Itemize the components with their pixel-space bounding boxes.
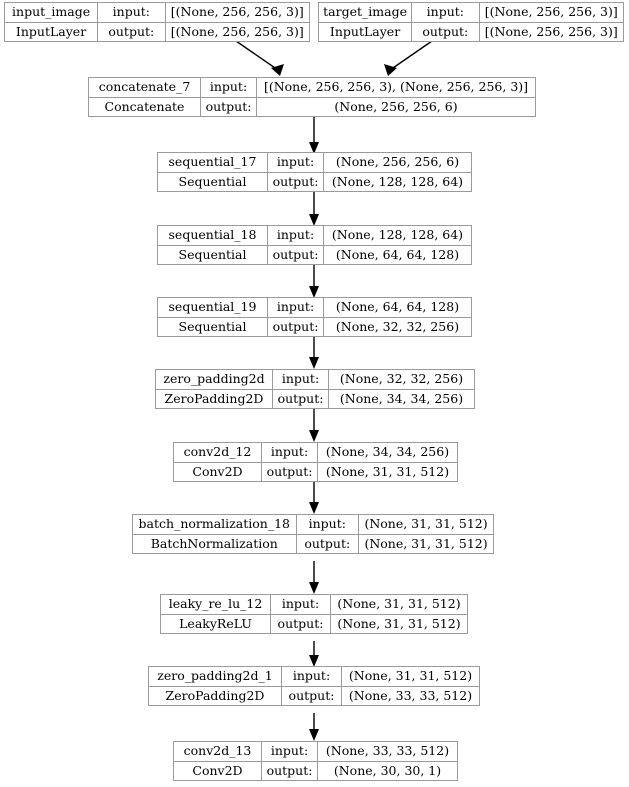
edge-conv2d_12-to-batch_normalization_18: [309, 481, 319, 514]
node-sequential-19-input-shape: (None, 64, 64, 128): [335, 299, 460, 314]
node-conv2d-13-output-shape: (None, 30, 30, 1): [333, 762, 442, 778]
edge-sequential_17-to-sequential_18: [309, 192, 319, 226]
node-conv2d-12-output-label: output:: [262, 462, 318, 481]
edge-leaky_re_lu_12-to-zero_padding2d_1: [309, 641, 319, 667]
node-concatenate-7-input-shape: [(None, 256, 256, 3), (None, 256, 256, 3…: [263, 79, 529, 94]
edge-batch_normalization_18-to-leaky_re_lu_12: [309, 561, 319, 594]
node-zero-padding2d-1-class: ZeroPadding2D: [149, 686, 282, 705]
node-leaky-re-lu-12-input-label: input:: [271, 595, 331, 614]
node-target-image-output-label: output:: [412, 22, 480, 41]
node-input-image[interactable]: input_image input: [(None, 256, 256, 3)]…: [4, 2, 310, 42]
node-sequential-17-class: Sequential: [158, 172, 268, 191]
node-zero-padding2d-input-label: input:: [273, 370, 329, 389]
node-target-image-input-shape: [(None, 256, 256, 3)]: [484, 4, 618, 19]
node-conv2d-12-name: conv2d_12: [174, 443, 262, 462]
node-sequential-17[interactable]: sequential_17 input: (None, 256, 256, 6)…: [157, 152, 472, 192]
node-input-image-output-shape: [(None, 256, 256, 3)]: [170, 23, 304, 39]
node-conv2d-13[interactable]: conv2d_13 input: (None, 33, 33, 512) Con…: [173, 741, 458, 781]
node-concatenate-7[interactable]: concatenate_7 input: [(None, 256, 256, 3…: [88, 77, 536, 117]
node-sequential-18-input-shape: (None, 128, 128, 64): [331, 227, 464, 242]
node-sequential-19[interactable]: sequential_19 input: (None, 64, 64, 128)…: [157, 297, 472, 337]
node-leaky-re-lu-12[interactable]: leaky_re_lu_12 input: (None, 31, 31, 512…: [160, 594, 468, 634]
node-sequential-17-name: sequential_17: [158, 153, 268, 172]
node-zero-padding2d-1-output-label: output:: [282, 686, 342, 705]
node-batch-normalization-18-output-shape: (None, 31, 31, 512): [364, 535, 488, 551]
edge-sequential_18-to-sequential_19: [309, 265, 319, 298]
node-sequential-17-output-shape: (None, 128, 128, 64): [331, 173, 464, 189]
node-conv2d-12-input-shape: (None, 34, 34, 256): [325, 444, 450, 459]
node-batch-normalization-18-name: batch_normalization_18: [133, 515, 297, 534]
node-concatenate-7-name: concatenate_7: [89, 78, 201, 97]
node-zero-padding2d-1-input-shape: (None, 31, 31, 512): [348, 668, 473, 683]
node-leaky-re-lu-12-input-shape: (None, 31, 31, 512): [337, 596, 461, 611]
node-conv2d-12-input-label: input:: [262, 443, 318, 462]
node-sequential-18[interactable]: sequential_18 input: (None, 128, 128, 64…: [157, 225, 472, 265]
edge-sequential_19-to-zero_padding2d: [309, 337, 319, 369]
node-conv2d-13-input-label: input:: [262, 742, 318, 761]
node-input-image-class: InputLayer: [5, 22, 99, 41]
edge-zero_padding2d-to-conv2d_12: [309, 409, 319, 442]
node-zero-padding2d-output-shape: (None, 34, 34, 256): [339, 390, 464, 406]
node-concatenate-7-class: Concatenate: [89, 97, 201, 116]
edge-input_image-to-concatenate_7: [235, 40, 284, 76]
node-sequential-19-output-shape: (None, 32, 32, 256): [335, 318, 460, 334]
node-conv2d-13-input-shape: (None, 33, 33, 512): [325, 743, 450, 758]
node-input-image-name: input_image: [5, 3, 99, 22]
node-sequential-19-class: Sequential: [158, 317, 268, 336]
node-zero-padding2d-1[interactable]: zero_padding2d_1 input: (None, 31, 31, 5…: [148, 666, 480, 706]
node-target-image-output-shape: [(None, 256, 256, 3)]: [484, 23, 618, 39]
node-sequential-18-output-label: output:: [268, 245, 324, 264]
node-conv2d-13-name: conv2d_13: [174, 742, 262, 761]
node-target-image[interactable]: target_image input: [(None, 256, 256, 3)…: [318, 2, 624, 42]
node-target-image-name: target_image: [319, 3, 413, 22]
node-zero-padding2d[interactable]: zero_padding2d input: (None, 32, 32, 256…: [155, 369, 475, 409]
node-sequential-17-input-shape: (None, 256, 256, 6): [335, 154, 460, 169]
node-batch-normalization-18-class: BatchNormalization: [133, 534, 297, 553]
node-conv2d-13-class: Conv2D: [174, 761, 262, 780]
node-leaky-re-lu-12-class: LeakyReLU: [161, 614, 271, 633]
node-sequential-18-name: sequential_18: [158, 226, 268, 245]
node-leaky-re-lu-12-output-shape: (None, 31, 31, 512): [337, 615, 461, 631]
node-concatenate-7-input-label: input:: [201, 78, 257, 97]
node-batch-normalization-18[interactable]: batch_normalization_18 input: (None, 31,…: [132, 514, 494, 554]
node-batch-normalization-18-input-label: input:: [297, 515, 360, 534]
node-zero-padding2d-1-name: zero_padding2d_1: [149, 667, 282, 686]
node-sequential-18-output-shape: (None, 64, 64, 128): [335, 246, 460, 262]
node-sequential-19-input-label: input:: [268, 298, 324, 317]
node-zero-padding2d-name: zero_padding2d: [156, 370, 273, 389]
edge-zero_padding2d_1-to-conv2d_13: [309, 713, 319, 741]
node-batch-normalization-18-output-label: output:: [297, 534, 360, 553]
node-concatenate-7-output-label: output:: [201, 97, 257, 116]
edge-concatenate_7-to-sequential_17: [309, 117, 319, 154]
edge-target_image-to-concatenate_7: [384, 40, 433, 76]
node-zero-padding2d-input-shape: (None, 32, 32, 256): [339, 371, 464, 386]
node-zero-padding2d-output-label: output:: [273, 389, 329, 408]
node-sequential-17-output-label: output:: [268, 172, 324, 191]
node-input-image-output-label: output:: [98, 22, 166, 41]
node-sequential-17-input-label: input:: [268, 153, 324, 172]
node-leaky-re-lu-12-name: leaky_re_lu_12: [161, 595, 271, 614]
node-conv2d-12-output-shape: (None, 31, 31, 512): [325, 463, 450, 479]
node-conv2d-12[interactable]: conv2d_12 input: (None, 34, 34, 256) Con…: [173, 442, 458, 482]
node-conv2d-12-class: Conv2D: [174, 462, 262, 481]
node-zero-padding2d-1-output-shape: (None, 33, 33, 512): [348, 687, 473, 703]
node-input-image-input-label: input:: [98, 3, 166, 22]
node-target-image-class: InputLayer: [319, 22, 413, 41]
node-conv2d-13-output-label: output:: [262, 761, 318, 780]
node-sequential-19-name: sequential_19: [158, 298, 268, 317]
node-leaky-re-lu-12-output-label: output:: [271, 614, 331, 633]
node-batch-normalization-18-input-shape: (None, 31, 31, 512): [364, 516, 488, 531]
node-concatenate-7-output-shape: (None, 256, 256, 6): [334, 98, 458, 114]
node-sequential-19-output-label: output:: [268, 317, 324, 336]
node-zero-padding2d-class: ZeroPadding2D: [156, 389, 273, 408]
node-sequential-18-class: Sequential: [158, 245, 268, 264]
node-input-image-input-shape: [(None, 256, 256, 3)]: [170, 4, 304, 19]
node-target-image-input-label: input:: [412, 3, 480, 22]
node-zero-padding2d-1-input-label: input:: [282, 667, 342, 686]
node-sequential-18-input-label: input:: [268, 226, 324, 245]
